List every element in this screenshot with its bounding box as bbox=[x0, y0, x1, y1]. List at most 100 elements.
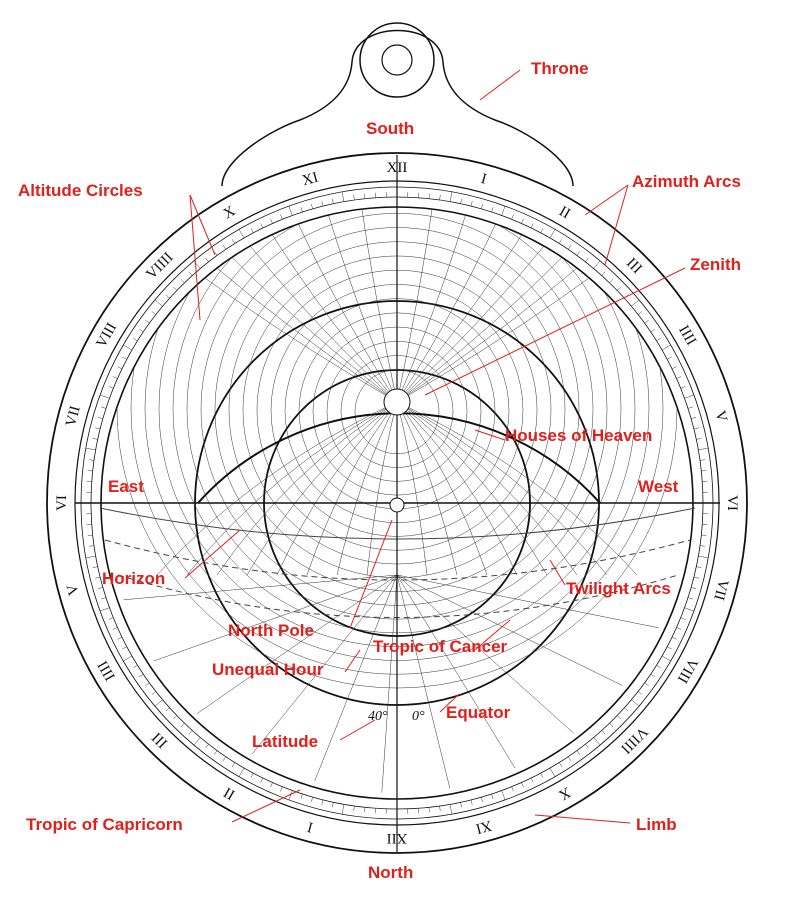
degree-tick bbox=[693, 576, 699, 579]
degree-tick bbox=[353, 805, 355, 812]
degree-tick bbox=[698, 447, 709, 451]
degree-tick bbox=[699, 545, 706, 547]
degree-tick bbox=[549, 229, 556, 239]
degree-tick bbox=[680, 617, 686, 620]
degree-tick bbox=[631, 699, 640, 707]
degree-tick bbox=[260, 223, 264, 229]
azimuth-arc bbox=[396, 207, 693, 576]
degree-tick bbox=[332, 802, 334, 808]
zero-value: 0° bbox=[412, 709, 425, 724]
degree-tick bbox=[85, 447, 96, 451]
degree-tick bbox=[165, 707, 170, 712]
degree-tick bbox=[205, 743, 209, 749]
degree-tick bbox=[691, 587, 697, 589]
degree-tick bbox=[205, 257, 209, 263]
label-zenith: Zenith bbox=[690, 255, 741, 274]
hour-numeral: VII bbox=[710, 578, 731, 602]
degree-tick bbox=[691, 417, 697, 419]
hour-numeral: VIIII bbox=[617, 723, 650, 756]
unequal-hour-line bbox=[314, 574, 398, 782]
degree-ticks bbox=[81, 187, 713, 819]
hour-numeral: IIII bbox=[95, 658, 119, 683]
latitude-value: 40° bbox=[368, 709, 388, 724]
hour-numeral: I bbox=[479, 171, 488, 188]
unequal-hour-line bbox=[153, 574, 398, 662]
hour-numeral: II bbox=[221, 784, 238, 803]
degree-tick bbox=[300, 207, 303, 213]
degree-tick bbox=[701, 470, 707, 472]
azimuth-arc bbox=[396, 207, 436, 576]
degree-tick bbox=[585, 743, 589, 749]
degree-tick bbox=[123, 655, 133, 662]
label-tropic-of-cancer: Tropic of Cancer bbox=[373, 637, 508, 656]
degree-tick bbox=[288, 205, 293, 216]
degree-tick bbox=[151, 691, 157, 695]
azimuth-arc bbox=[320, 207, 398, 576]
degree-tick bbox=[238, 767, 245, 777]
hour-numeral: III bbox=[623, 255, 645, 277]
azimuth-arc bbox=[396, 207, 474, 576]
degree-tick bbox=[213, 750, 218, 755]
degree-tick bbox=[341, 804, 345, 815]
degree-tick bbox=[576, 750, 581, 755]
degree-tick bbox=[92, 438, 98, 440]
unequal-hour-line bbox=[396, 574, 516, 769]
degree-tick bbox=[87, 534, 93, 536]
degree-tick bbox=[676, 627, 682, 630]
degree-tick bbox=[696, 566, 702, 568]
degree-tick bbox=[95, 427, 101, 430]
degree-tick bbox=[280, 786, 283, 792]
degree-tick bbox=[609, 722, 614, 727]
degree-tick bbox=[193, 737, 201, 746]
hour-numeral: IIII bbox=[675, 323, 699, 348]
degree-tick bbox=[567, 245, 572, 250]
label-houses-of-heaven: Houses of Heaven bbox=[505, 426, 652, 445]
degree-tick bbox=[644, 682, 649, 687]
label-latitude: Latitude bbox=[252, 732, 318, 751]
degree-tick bbox=[684, 607, 695, 612]
label-north: North bbox=[368, 863, 413, 882]
degree-tick bbox=[133, 664, 138, 669]
label-north-pole: North Pole bbox=[228, 621, 314, 640]
degree-tick bbox=[231, 239, 236, 244]
degree-tick bbox=[460, 802, 462, 808]
degree-tick bbox=[481, 797, 483, 803]
degree-tick bbox=[139, 673, 144, 678]
degree-tick bbox=[530, 223, 534, 229]
north-pole-point bbox=[389, 497, 405, 513]
degree-tick bbox=[341, 191, 345, 202]
degree-tick bbox=[117, 366, 123, 370]
unequal-hour-lines bbox=[123, 574, 659, 793]
degree-tick bbox=[549, 767, 556, 777]
degree-tick bbox=[449, 804, 453, 815]
throne-ring-outer bbox=[359, 22, 435, 98]
label-altitude-circles: Altitude Circles bbox=[18, 181, 143, 200]
degree-tick bbox=[145, 682, 150, 687]
degree-tick bbox=[165, 294, 170, 299]
degree-tick bbox=[671, 636, 677, 640]
degree-tick bbox=[593, 737, 601, 746]
degree-tick bbox=[631, 299, 640, 307]
zenith-point bbox=[383, 388, 411, 416]
degree-tick bbox=[576, 251, 581, 256]
label-west: West bbox=[638, 477, 679, 496]
degree-tick bbox=[87, 470, 93, 472]
unequal-hour-line bbox=[396, 574, 451, 789]
degree-tick bbox=[364, 193, 366, 199]
degree-tick bbox=[428, 193, 430, 199]
hour-numeral: I bbox=[306, 818, 315, 835]
degree-tick bbox=[637, 691, 643, 695]
unequal-hour-line bbox=[396, 574, 659, 629]
degree-tick bbox=[112, 627, 118, 630]
degree-tick bbox=[311, 203, 313, 209]
degree-tick bbox=[593, 260, 601, 269]
degree-tick bbox=[558, 239, 563, 244]
degree-tick bbox=[108, 617, 114, 620]
degree-tick bbox=[193, 260, 201, 269]
degree-tick bbox=[521, 782, 524, 788]
degree-tick bbox=[470, 799, 473, 805]
degree-tick bbox=[511, 214, 514, 220]
degree-tick bbox=[460, 198, 462, 204]
degree-tick bbox=[97, 417, 103, 419]
